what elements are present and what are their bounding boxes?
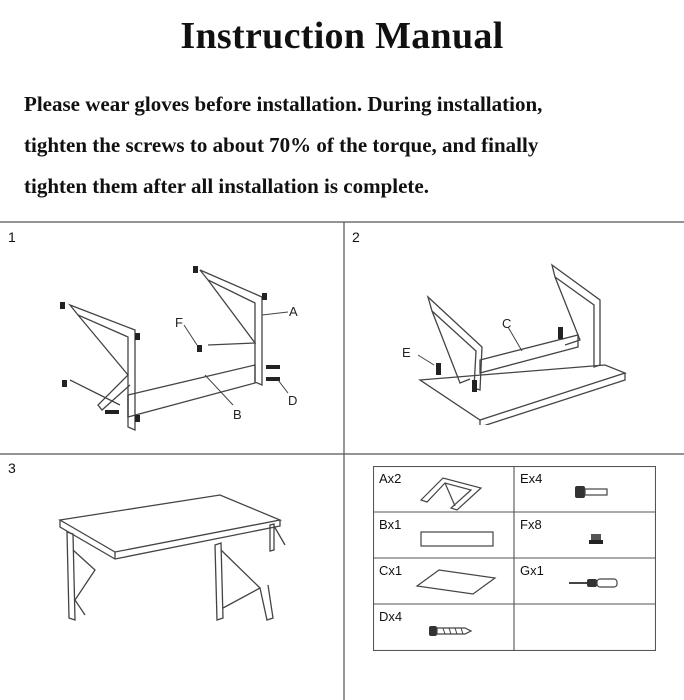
step-3-illustration — [58, 494, 286, 621]
step-1-illustration: A B D F — [60, 266, 298, 431]
part-label-b: Bx1 — [379, 517, 402, 532]
step-number-2: 2 — [352, 229, 360, 245]
beam-icon — [420, 531, 494, 547]
bolt-icon — [266, 377, 280, 381]
intro-line: tighten them after all installation is c… — [24, 174, 429, 198]
bolt-icon — [472, 380, 477, 392]
intro-line: Please wear gloves before installation. … — [24, 92, 543, 116]
callout-a: A — [289, 304, 298, 319]
screw-icon — [62, 380, 67, 387]
screwdriver-icon — [569, 578, 618, 588]
screw-icon — [262, 293, 267, 300]
callout-d: D — [288, 393, 297, 408]
tabletop-icon — [415, 569, 497, 595]
screw-icon — [135, 333, 140, 340]
screw-icon — [60, 302, 65, 309]
step-number-1: 1 — [8, 229, 16, 245]
frame-leg-icon — [419, 477, 483, 511]
callout-b: B — [233, 407, 242, 422]
screw-icon — [135, 415, 140, 422]
wood-screw-icon — [429, 626, 473, 636]
part-label-a: Ax2 — [379, 471, 402, 486]
callout-f: F — [175, 315, 183, 330]
bolt-icon — [436, 363, 441, 375]
foot-pad-icon — [589, 534, 603, 544]
step-2-illustration: E C — [402, 263, 627, 425]
screw-icon — [193, 266, 198, 273]
bolt-icon — [575, 486, 608, 498]
intro-line: tighten the screws to about 70% of the t… — [24, 133, 539, 157]
part-label-d: Dx4 — [379, 609, 403, 624]
part-label-f: Fx8 — [520, 517, 542, 532]
part-label-e: Ex4 — [520, 471, 543, 486]
page-title: Instruction Manual — [180, 15, 504, 57]
bolt-icon — [105, 410, 119, 414]
screw-icon — [197, 345, 202, 352]
bolt-icon — [266, 365, 280, 369]
part-label-c: Cx1 — [379, 563, 403, 578]
intro-text: Please wear gloves before installation. … — [24, 84, 664, 207]
bolt-icon — [558, 327, 563, 339]
callout-e: E — [402, 345, 411, 360]
part-label-g: Gx1 — [520, 563, 544, 578]
callout-c: C — [502, 316, 511, 331]
step-number-3: 3 — [8, 460, 16, 476]
parts-list-table — [373, 466, 656, 651]
